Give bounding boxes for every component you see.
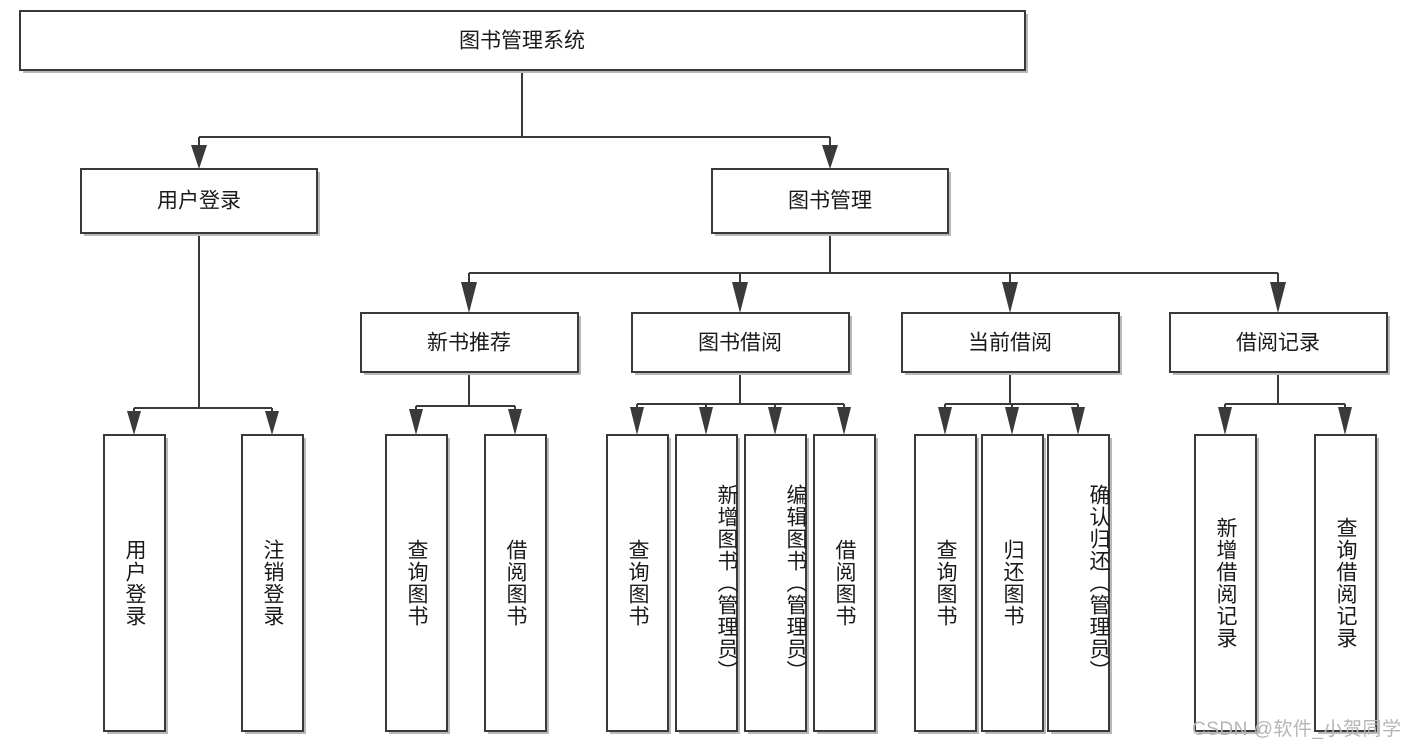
node-leaf-query-record-rect [1313, 433, 1378, 733]
node-leaf-user-login-rect [102, 433, 167, 733]
node-book-manage[interactable]: 图书管理 [710, 167, 951, 236]
node-leaf-add-record-rect [1193, 433, 1258, 733]
node-leaf-edit-book-rect [743, 433, 808, 733]
arrow-head-leaf-borrow-book-rec [508, 409, 522, 435]
node-root[interactable]: 图书管理系统 [18, 9, 1028, 73]
node-book-borrow-label: 图书借阅 [698, 332, 782, 355]
node-root-rect [18, 9, 1027, 72]
node-new-book-rec-rect [359, 311, 580, 374]
node-leaf-add-record[interactable] [1193, 433, 1259, 734]
node-new-book-rec[interactable]: 新书推荐 [359, 311, 581, 375]
node-new-book-rec-label: 新书推荐 [427, 332, 511, 355]
arrow-head-leaf-user-logout [265, 411, 279, 435]
node-leaf-query-book-borrow[interactable] [605, 433, 671, 734]
leaf-node-group [102, 433, 1379, 734]
arrow-head-borrow-record [1270, 282, 1286, 313]
node-leaf-query-book-rec-rect [384, 433, 449, 733]
node-leaf-query-book-borrow-rect [605, 433, 670, 733]
arrow-head-leaf-query-book-current [938, 407, 952, 435]
node-leaf-borrow-book-rec-rect [483, 433, 548, 733]
node-leaf-query-book-rec[interactable] [384, 433, 450, 734]
node-leaf-confirm-return[interactable] [1046, 433, 1112, 734]
node-leaf-edit-book[interactable] [743, 433, 809, 734]
node-leaf-confirm-return-rect [1046, 433, 1111, 733]
node-borrow-record-rect [1168, 311, 1389, 374]
node-current-borrow-label: 当前借阅 [968, 332, 1052, 355]
arrow-head-leaf-user-login [127, 411, 141, 435]
arrow-head-leaf-edit-book [768, 407, 782, 435]
node-book-manage-rect [710, 167, 950, 235]
arrow-head-leaf-confirm-return [1071, 407, 1085, 435]
arrow-head-book-borrow [732, 282, 748, 313]
node-current-borrow[interactable]: 当前借阅 [900, 311, 1122, 375]
arrow-head-leaf-query-record [1338, 407, 1352, 435]
node-book-borrow[interactable]: 图书借阅 [630, 311, 852, 375]
node-user-login-label: 用户登录 [157, 190, 241, 213]
node-book-borrow-rect [630, 311, 851, 374]
arrow-head-book-manage [822, 145, 838, 169]
node-leaf-query-book-current[interactable] [913, 433, 979, 734]
node-leaf-user-logout-rect [240, 433, 305, 733]
node-user-login-rect [79, 167, 319, 235]
node-leaf-return-book[interactable] [980, 433, 1046, 734]
arrow-head-user-login [191, 145, 207, 169]
node-book-manage-label: 图书管理 [788, 190, 872, 213]
csdn-watermark: CSDN @软件_小贺同学 [1192, 719, 1402, 740]
node-leaf-query-book-current-rect [913, 433, 978, 733]
node-leaf-borrow-book-rect [812, 433, 877, 733]
connector-layer [127, 70, 1352, 435]
arrow-head-leaf-add-record [1218, 407, 1232, 435]
node-leaf-add-book-rect [674, 433, 739, 733]
arrow-head-leaf-add-book [699, 407, 713, 435]
node-leaf-user-login[interactable] [102, 433, 168, 734]
node-borrow-record[interactable]: 借阅记录 [1168, 311, 1390, 375]
arrow-head-leaf-query-book-rec [409, 409, 423, 435]
node-leaf-borrow-book-rec[interactable] [483, 433, 549, 734]
node-root-label: 图书管理系统 [459, 30, 585, 53]
node-leaf-return-book-rect [980, 433, 1045, 733]
node-borrow-record-label: 借阅记录 [1236, 332, 1320, 355]
arrow-head-leaf-return-book [1005, 407, 1019, 435]
arrow-head-leaf-query-book-borrow [630, 407, 644, 435]
arrow-head-new-book-rec [461, 282, 477, 313]
arrow-head-leaf-borrow-book [837, 407, 851, 435]
arrow-head-current-borrow [1002, 282, 1018, 313]
node-leaf-borrow-book[interactable] [812, 433, 878, 734]
node-leaf-add-book[interactable] [674, 433, 740, 734]
node-current-borrow-rect [900, 311, 1121, 374]
node-user-login[interactable]: 用户登录 [79, 167, 320, 236]
node-leaf-query-record[interactable] [1313, 433, 1379, 734]
node-leaf-user-logout[interactable] [240, 433, 306, 734]
